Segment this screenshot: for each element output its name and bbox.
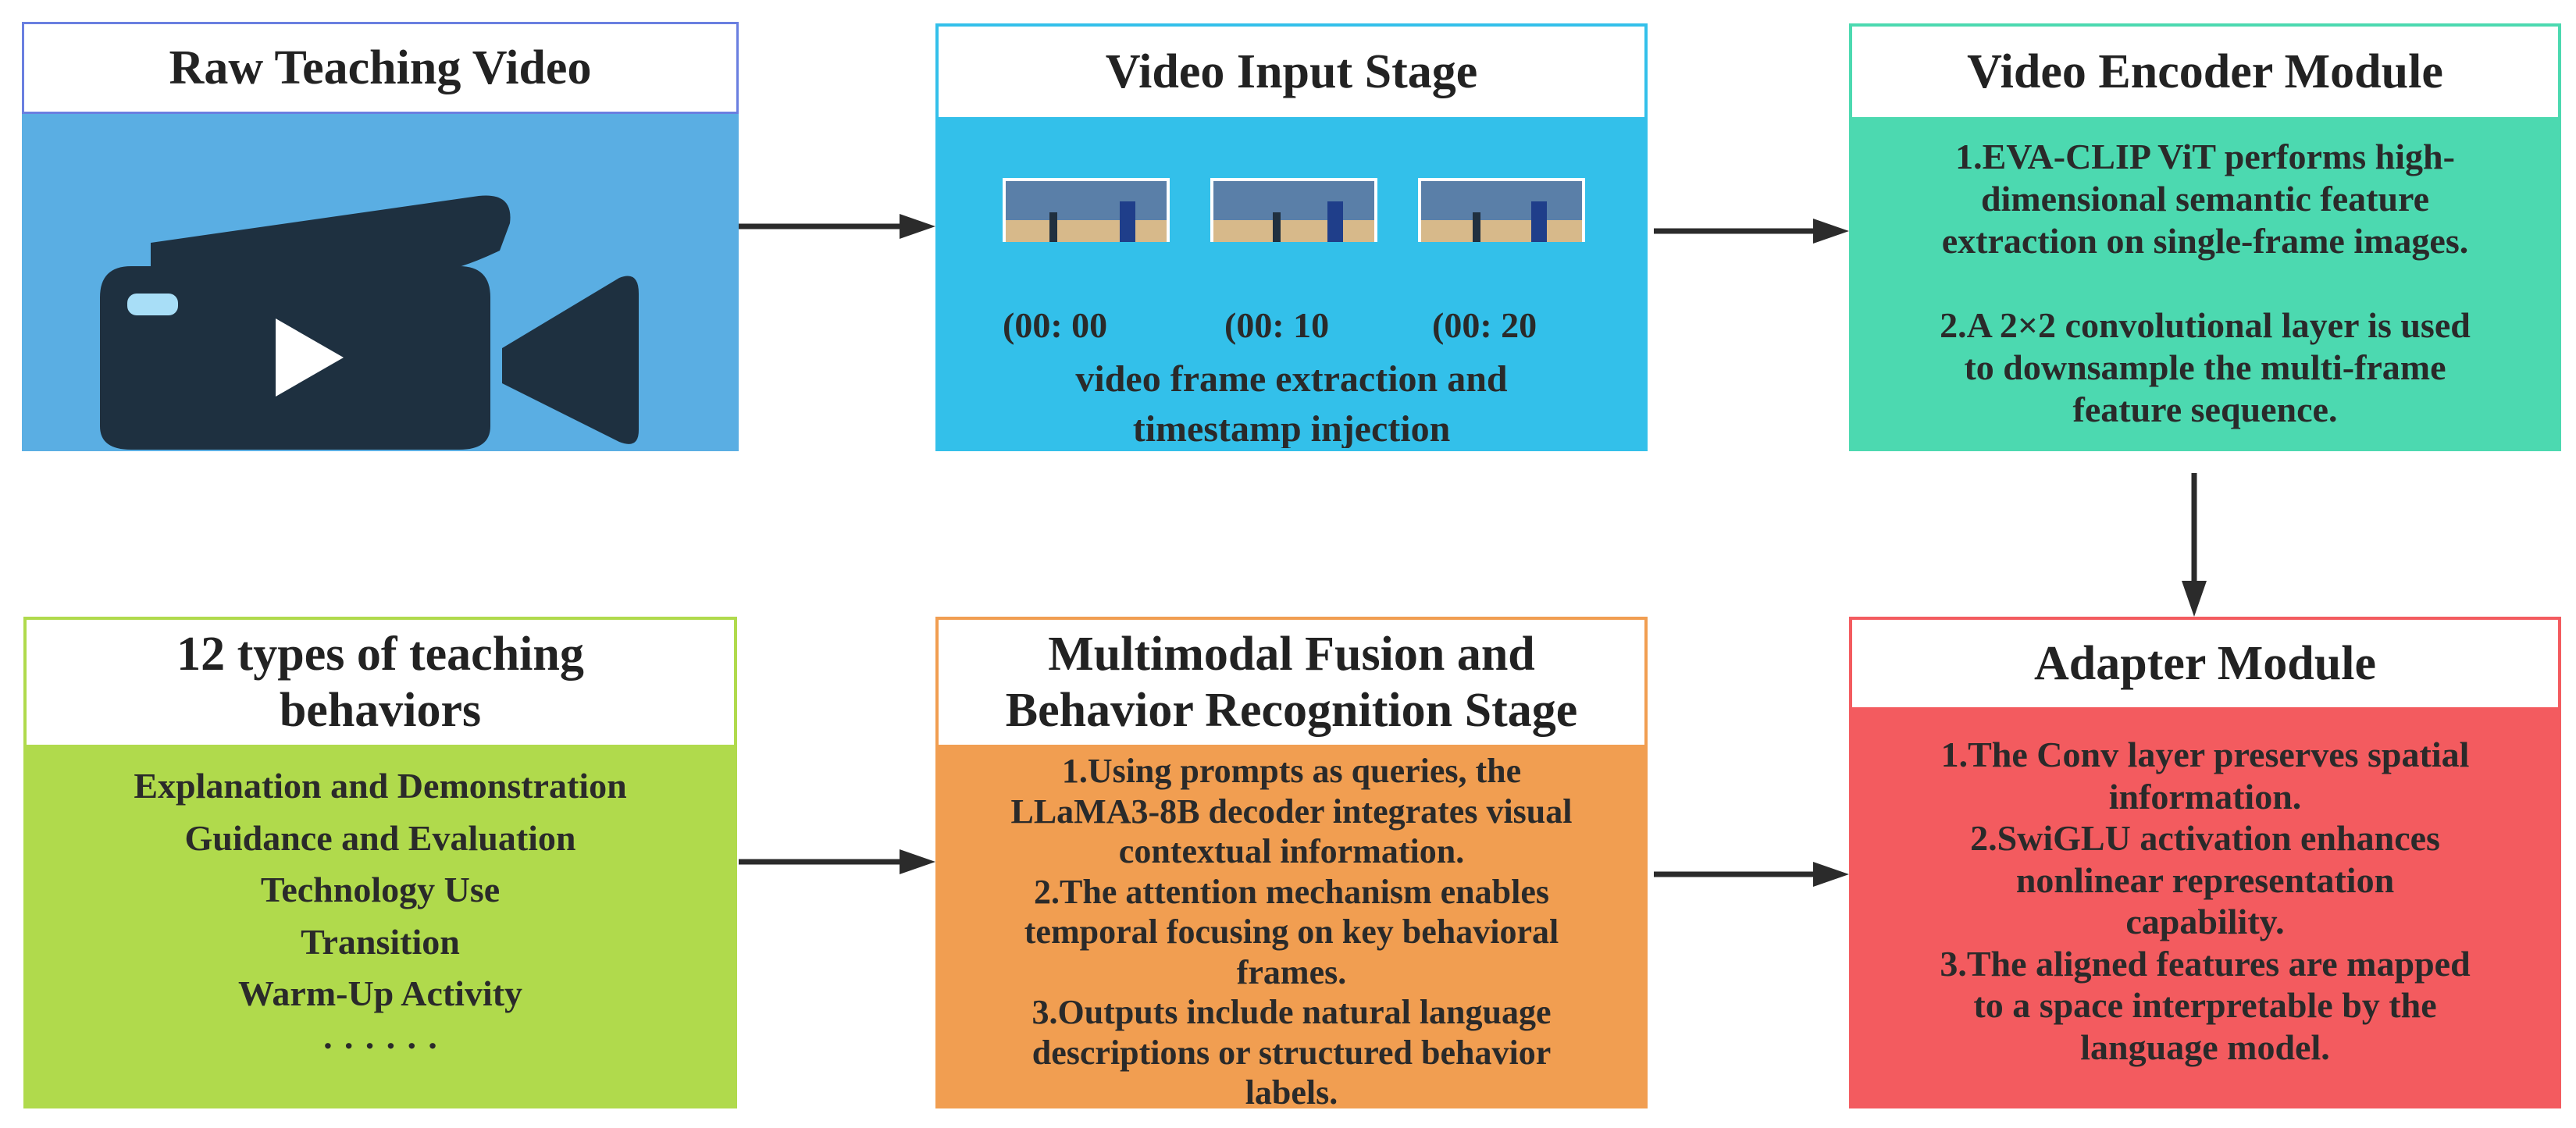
behaviors-title: 12 types of teaching behaviors	[27, 620, 734, 745]
arrow-encoder-to-adapter	[2182, 473, 2207, 617]
encoder-title: Video Encoder Module	[1852, 27, 2558, 117]
encoder-line: 2.A 2×2 convolutional layer is used	[1940, 305, 2471, 345]
frame-timestamp-1: (00: 00	[1003, 305, 1108, 345]
frame-thumbnails	[1003, 178, 1585, 242]
frame-thumbnail-1	[1003, 178, 1170, 242]
behavior-item: Explanation and Demonstration	[134, 766, 627, 806]
fusion-line: LLaMA3-8B decoder integrates visual	[1010, 792, 1573, 831]
fusion-line: 3.Outputs include natural language	[1031, 993, 1552, 1031]
adapter-line: 3.The aligned features are mapped	[1940, 943, 2471, 984]
encoder-line: feature sequence.	[2072, 390, 2338, 429]
arrow-fusion-to-adapter	[1654, 862, 1849, 887]
adapter-line: language model.	[2080, 1027, 2330, 1067]
encoder-paragraph-2: 2.A 2×2 convolutional layer is used to d…	[1852, 304, 2558, 431]
fusion-line: frames.	[1236, 952, 1347, 991]
video-camera-play-icon	[100, 195, 639, 450]
adapter-body: 1.The Conv layer preserves spatial infor…	[1852, 734, 2558, 1105]
adapter-line: information.	[2108, 776, 2302, 817]
encoder-line: extraction on single-frame images.	[1941, 221, 2469, 261]
arrow-behaviors-to-fusion	[739, 849, 935, 874]
behaviors-title-line: behaviors	[279, 684, 482, 737]
arrow-input-to-encoder	[1654, 219, 1849, 244]
input-stage-caption: video frame extraction and timestamp inj…	[939, 354, 1644, 450]
fusion-title: Multimodal Fusion and Behavior Recogniti…	[939, 620, 1644, 745]
arrow-raw-to-input	[739, 214, 935, 239]
fusion-body: 1.Using prompts as queries, the LLaMA3-8…	[939, 751, 1644, 1105]
frame-timestamps: (00: 00 (00: 10 (00: 20	[939, 304, 1644, 351]
fusion-title-line: Behavior Recognition Stage	[1005, 684, 1578, 737]
frame-timestamp-2: (00: 10	[1224, 305, 1330, 345]
fusion-line: labels.	[1245, 1073, 1338, 1108]
adapter-title: Adapter Module	[1852, 620, 2558, 707]
adapter-line: 1.The Conv layer preserves spatial	[1940, 735, 2470, 774]
behavior-item-ellipsis: · · · · · ·	[322, 1025, 439, 1066]
caption-line-2: timestamp injection	[1132, 408, 1451, 450]
behaviors-title-line: 12 types of teaching	[176, 628, 584, 681]
encoder-line: to downsample the multi-frame	[1964, 347, 2446, 387]
fusion-line: contextual information.	[1118, 832, 1465, 870]
encoder-box: Video Encoder Module 1.EVA-CLIP ViT perf…	[1849, 23, 2561, 451]
behavior-item: Guidance and Evaluation	[184, 817, 576, 858]
fusion-line: 2.The attention mechanism enables	[1034, 872, 1549, 911]
behavior-item: Technology Use	[260, 870, 501, 909]
frame-thumbnail-3	[1418, 178, 1585, 242]
fusion-line: 1.Using prompts as queries, the	[1061, 752, 1522, 790]
encoder-body: 1.EVA-CLIP ViT performs high- dimensiona…	[1852, 136, 2558, 448]
fusion-line: descriptions or structured behavior	[1031, 1033, 1552, 1072]
raw-video-title: Raw Teaching Video	[22, 22, 739, 114]
encoder-paragraph-1: 1.EVA-CLIP ViT performs high- dimensiona…	[1852, 136, 2558, 262]
encoder-line: 1.EVA-CLIP ViT performs high-	[1955, 137, 2455, 176]
adapter-line: nonlinear representation	[2015, 859, 2395, 900]
behaviors-box: 12 types of teaching behaviors Explanati…	[23, 617, 737, 1108]
caption-line-1: video frame extraction and	[1075, 358, 1508, 400]
encoder-line: dimensional semantic feature	[1980, 179, 2430, 219]
adapter-box: Adapter Module 1.The Conv layer preserve…	[1849, 617, 2561, 1108]
frame-timestamp-3: (00: 20	[1432, 305, 1537, 345]
behavior-item: Warm-Up Activity	[237, 973, 523, 1013]
frame-thumbnail-2	[1210, 178, 1377, 242]
fusion-title-line: Multimodal Fusion and	[1048, 628, 1535, 681]
fusion-box: Multimodal Fusion and Behavior Recogniti…	[935, 617, 1648, 1108]
behaviors-list: Explanation and Demonstration Guidance a…	[27, 760, 734, 1105]
fusion-line: temporal focusing on key behavioral	[1024, 913, 1559, 951]
behavior-item: Transition	[301, 921, 460, 962]
adapter-line: 2.SwiGLU activation enhances	[1970, 818, 2440, 858]
adapter-line: to a space interpretable by the	[1973, 985, 2437, 1025]
input-stage-box: Video Input Stage	[935, 23, 1648, 451]
adapter-line: capability.	[2125, 902, 2285, 941]
input-stage-body: (00: 00 (00: 10 (00: 20 video frame extr…	[939, 117, 1644, 448]
raw-video-box: Raw Teaching Video	[22, 22, 739, 451]
input-stage-title: Video Input Stage	[939, 27, 1644, 117]
